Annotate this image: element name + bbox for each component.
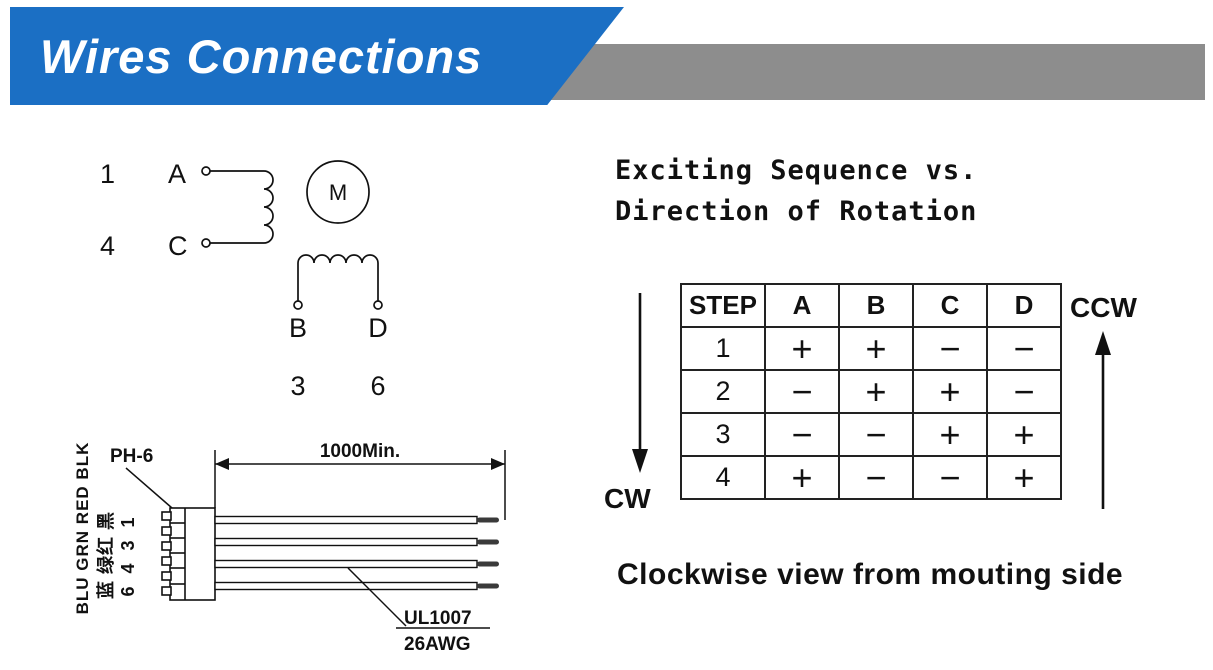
dimension-label: 1000Min. xyxy=(320,441,400,462)
motor-label: M xyxy=(329,180,347,205)
wire-colors-cn-label: 蓝 绿红 黑 xyxy=(95,511,116,599)
wire-spec-leader-line xyxy=(347,567,407,627)
pin-number-1: 1 xyxy=(100,159,115,189)
table-cell: − xyxy=(912,455,988,500)
connector-name-label: PH-6 xyxy=(110,446,153,467)
pin-number-3: 3 xyxy=(290,371,305,401)
lead-label-d: D xyxy=(368,313,388,343)
table-row: 2 − + + − xyxy=(680,369,1062,414)
table-cell: + xyxy=(986,412,1062,457)
terminal-b-circle xyxy=(293,300,303,310)
sequence-table: STEP A B C D 1 + + − − 2 − + + − xyxy=(680,283,1062,500)
sequence-heading-line1: Exciting Sequence vs. xyxy=(615,155,978,186)
table-cell: 1 xyxy=(680,326,766,371)
terminal-d-circle xyxy=(373,300,383,310)
sequence-heading-line2: Direction of Rotation xyxy=(615,196,978,227)
header-banner: Wires Connections xyxy=(10,7,624,105)
table-cell: 4 xyxy=(680,455,766,500)
cw-direction-indicator: CW xyxy=(604,293,651,514)
table-cell: − xyxy=(764,412,840,457)
table-cell: 3 xyxy=(680,412,766,457)
page-title: Wires Connections xyxy=(40,29,483,83)
ph6-leader-line xyxy=(125,467,173,509)
motor-winding-schematic: 1 A 4 C M B D 3 6 xyxy=(100,159,388,401)
table-header-a: A xyxy=(764,283,840,328)
table-row: 3 − − + + xyxy=(680,412,1062,457)
terminal-a-circle xyxy=(201,166,211,176)
wire-spec-line2: 26AWG xyxy=(404,634,471,655)
header-gray-bar xyxy=(545,44,1205,100)
table-cell: + xyxy=(764,326,840,371)
table-cell: − xyxy=(764,369,840,414)
pin-numbers-label: 6 4 3 1 xyxy=(118,513,138,596)
table-cell: − xyxy=(986,369,1062,414)
table-cell: 2 xyxy=(680,369,766,414)
motor-circle xyxy=(306,160,370,224)
connector-body xyxy=(161,507,216,601)
ccw-direction-indicator: CCW xyxy=(1070,292,1137,509)
table-cell: − xyxy=(912,326,988,371)
winding-lines xyxy=(201,160,383,310)
table-cell: + xyxy=(912,412,988,457)
connector-drawing: 1000Min. PH-6 BLU GRN RED BLK 蓝 绿红 黑 6 4… xyxy=(73,441,506,655)
table-cell: − xyxy=(838,455,914,500)
table-cell: + xyxy=(912,369,988,414)
table-cell: − xyxy=(986,326,1062,371)
lead-label-a: A xyxy=(168,159,186,189)
lead-label-b: B xyxy=(289,313,307,343)
table-header-c: C xyxy=(912,283,988,328)
table-row: 1 + + − − xyxy=(680,326,1062,371)
cw-label: CW xyxy=(604,483,651,514)
vertical-coil xyxy=(263,170,274,244)
terminal-c-circle xyxy=(201,238,211,248)
table-cell: + xyxy=(838,369,914,414)
lead-wires xyxy=(214,515,499,591)
table-cell: + xyxy=(764,455,840,500)
dimension-lines xyxy=(214,450,506,520)
pin-number-4: 4 xyxy=(100,231,115,261)
table-header-row: STEP A B C D xyxy=(680,283,1062,328)
wire-spec-line1: UL1007 xyxy=(404,608,472,629)
table-cell: − xyxy=(838,412,914,457)
dim-arrow-right xyxy=(491,458,505,470)
wire-colors-en-label: BLU GRN RED BLK xyxy=(73,442,92,615)
table-header-b: B xyxy=(838,283,914,328)
view-caption: Clockwise view from mouting side xyxy=(617,558,1124,591)
table-cell: + xyxy=(838,326,914,371)
table-header-d: D xyxy=(986,283,1062,328)
ccw-label: CCW xyxy=(1070,292,1137,323)
table-header-step: STEP xyxy=(680,283,766,328)
sequence-heading: Exciting Sequence vs. Direction of Rotat… xyxy=(615,150,977,232)
cw-arrow-head-icon xyxy=(632,449,648,473)
pin-number-6: 6 xyxy=(370,371,385,401)
horizontal-coil xyxy=(297,254,379,264)
table-row: 4 + − − + xyxy=(680,455,1062,500)
table-cell: + xyxy=(986,455,1062,500)
ccw-arrow-head-icon xyxy=(1095,331,1111,355)
dim-arrow-left xyxy=(215,458,229,470)
lead-label-c: C xyxy=(168,231,188,261)
